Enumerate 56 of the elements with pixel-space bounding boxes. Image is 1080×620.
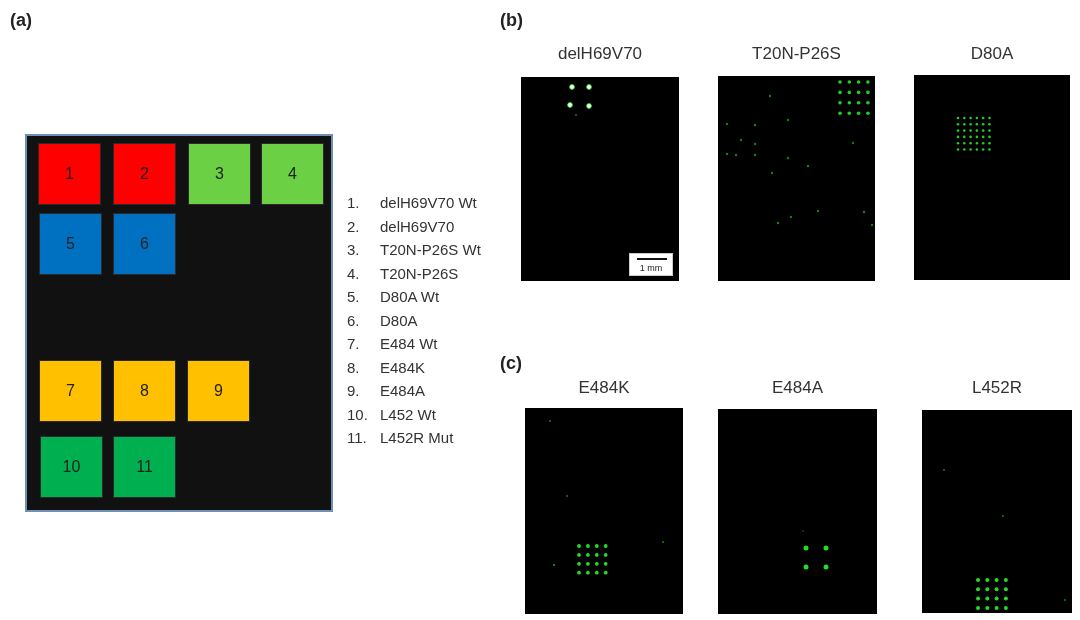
sample-name: E484 Wt bbox=[380, 335, 438, 353]
spot-number: 10 bbox=[62, 459, 81, 475]
sample-name: D80A Wt bbox=[380, 288, 440, 306]
sample-name: E484A bbox=[380, 382, 426, 400]
list-number: 6. bbox=[347, 311, 360, 330]
sample-name: T20N-P26S Wt bbox=[380, 241, 481, 259]
spot-number: 7 bbox=[66, 383, 75, 399]
spot-tile bbox=[187, 360, 250, 422]
sample-name: L452R Mut bbox=[380, 429, 454, 447]
spot-number: 6 bbox=[140, 236, 149, 252]
spot-tile bbox=[113, 436, 176, 498]
list-number: 8. bbox=[347, 358, 360, 377]
spot-tile bbox=[188, 143, 251, 205]
mutation-title: D80A bbox=[970, 43, 1014, 65]
sample-name: D80A bbox=[380, 311, 418, 330]
spot-number: 11 bbox=[136, 459, 153, 475]
spot-tile bbox=[39, 360, 102, 422]
spot-tile bbox=[261, 143, 324, 205]
list-number: 11. bbox=[347, 429, 367, 447]
spot-tile bbox=[113, 213, 176, 275]
mutation-title: T20N-P26S bbox=[752, 43, 841, 65]
sample-name: delH69V70 bbox=[380, 217, 455, 236]
spot-tile bbox=[113, 143, 176, 205]
list-number: 5. bbox=[347, 288, 360, 306]
mutation-title: delH69V70 bbox=[557, 43, 643, 65]
sample-name: E484K bbox=[380, 358, 426, 377]
spot-number: 2 bbox=[140, 166, 149, 182]
sample-name: L452 Wt bbox=[380, 405, 436, 424]
spot-number: 4 bbox=[288, 166, 297, 182]
mutation-title: L452R bbox=[971, 377, 1023, 399]
spot-tile bbox=[113, 360, 176, 422]
list-number: 9. bbox=[347, 382, 360, 400]
spot-number: 1 bbox=[65, 166, 74, 182]
list-number: 1. bbox=[347, 194, 360, 212]
spot-number: 3 bbox=[215, 166, 224, 182]
list-number: 7. bbox=[347, 335, 360, 353]
list-number: 4. bbox=[347, 264, 360, 283]
spot-tile bbox=[38, 143, 101, 205]
mutation-title: E484A bbox=[772, 377, 823, 399]
scale-bar bbox=[629, 253, 673, 276]
list-number: 3. bbox=[347, 241, 360, 259]
sample-name: T20N-P26S bbox=[380, 264, 459, 283]
chip-layout-panel bbox=[25, 134, 333, 512]
list-number: 2. bbox=[347, 217, 360, 236]
scale-label: 1 mm bbox=[638, 263, 664, 273]
sample-name: delH69V70 Wt bbox=[380, 194, 477, 212]
mutation-title: E484K bbox=[578, 377, 630, 399]
list-number: 10. bbox=[347, 405, 368, 424]
spot-tile bbox=[39, 213, 102, 275]
panel-label: (b) bbox=[500, 10, 523, 31]
spot-number: 9 bbox=[214, 383, 223, 399]
panel-label: (c) bbox=[500, 353, 522, 374]
spot-tile bbox=[40, 436, 103, 498]
spot-number: 8 bbox=[140, 383, 149, 399]
spot-number: 5 bbox=[66, 236, 75, 252]
panel-label: (a) bbox=[10, 10, 32, 31]
